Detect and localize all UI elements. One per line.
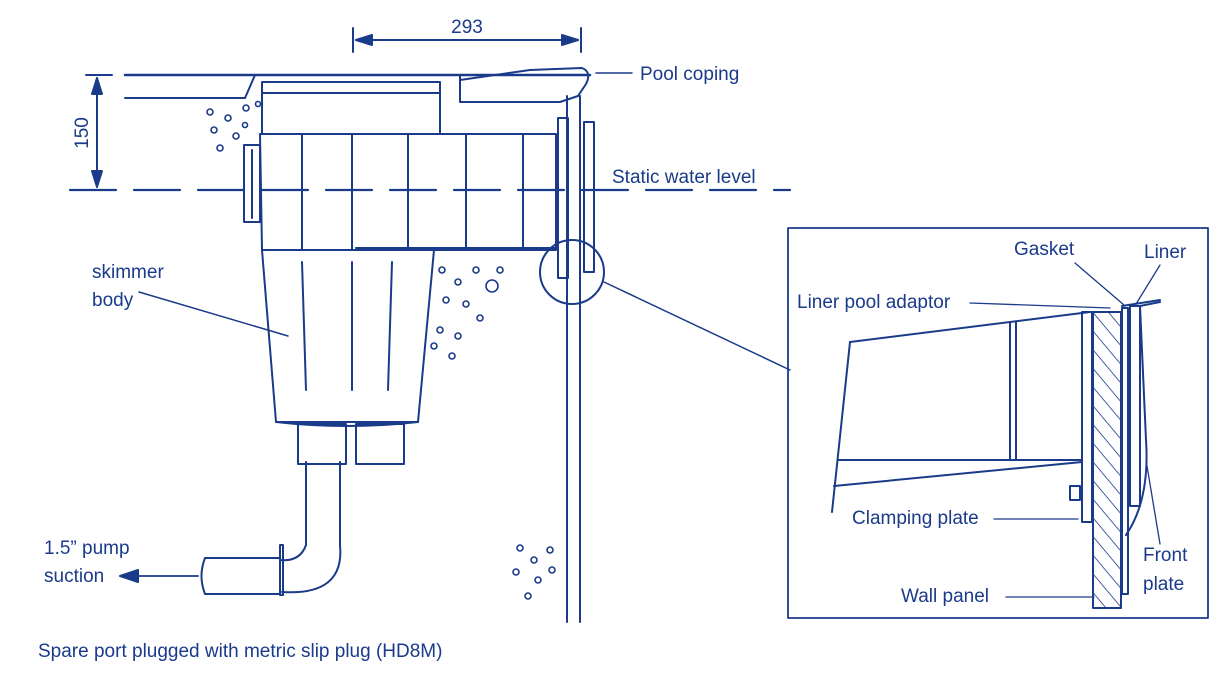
front-plate-label-line2: plate (1143, 574, 1184, 595)
detail-inset (787, 227, 1209, 619)
liner-pool-adaptor-label: Liner pool adaptor (797, 292, 951, 313)
clamping-plate-label: Clamping plate (852, 508, 979, 529)
wall-panel-label: Wall panel (901, 586, 989, 607)
pool-coping-label: Pool coping (640, 64, 739, 85)
skimmer (243, 81, 557, 465)
dimension-293-label: 293 (451, 17, 483, 38)
static-water-level-label: Static water level (612, 167, 756, 188)
dimension-150-label: 150 (72, 117, 93, 149)
detail-callout-circle (539, 239, 605, 305)
pump-suction-label-line2: suction (44, 566, 104, 587)
skimmer-body-label-line2: body (92, 290, 134, 311)
caption: Spare port plugged with metric slip plug… (38, 641, 442, 662)
dimension-150 (85, 74, 113, 191)
gravel (206, 100, 556, 600)
pump-suction-label-line1: 1.5” pump (44, 538, 130, 559)
liner-label: Liner (1144, 242, 1187, 263)
skimmer-body-label-line1: skimmer (92, 262, 164, 283)
suction-pipe (200, 461, 342, 596)
gasket-label: Gasket (1014, 239, 1075, 260)
pool-deck (123, 67, 592, 103)
dimension-293 (352, 27, 582, 53)
front-plate-label-line1: Front (1143, 545, 1188, 566)
pool-coping (459, 67, 590, 97)
pool-wall (539, 95, 791, 623)
